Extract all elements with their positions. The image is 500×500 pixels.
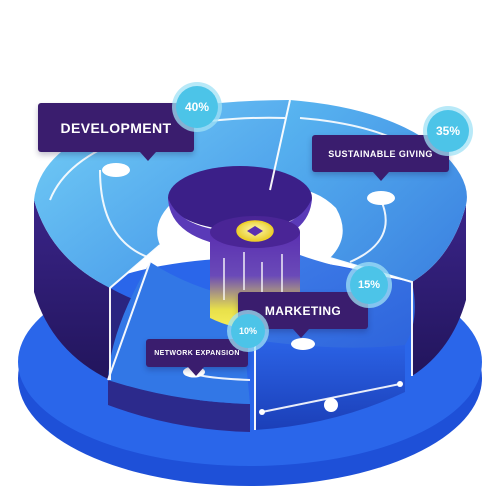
badge-network-expansion-percent: 10%: [231, 314, 265, 348]
outer-wall-right: [412, 205, 466, 376]
callout-marketing-label: MARKETING: [264, 303, 342, 318]
inner-well: [168, 166, 312, 230]
callout-development-label: DEVELOPMENT: [60, 119, 172, 136]
connector-dots: [102, 163, 403, 415]
callout-network-expansion: NETWORK EXPANSION: [146, 339, 248, 376]
badge-marketing-percent: 15%: [350, 266, 388, 304]
badge-development-percent: 40%: [176, 86, 218, 128]
coin-icon: [236, 220, 274, 242]
callout-network-expansion-label: NETWORK EXPANSION: [154, 349, 240, 357]
callout-sustainable-giving: SUSTAINABLE GIVING: [312, 135, 449, 181]
outer-wall-left: [34, 200, 110, 380]
callout-marketing: MARKETING: [238, 292, 368, 338]
callout-development: DEVELOPMENT: [38, 103, 194, 161]
callout-sustainable-giving-label: SUSTAINABLE GIVING: [328, 148, 433, 159]
segment-network-side: [108, 380, 250, 432]
badge-sustainable-giving-percent: 35%: [427, 110, 469, 152]
segment-marketing-side: [255, 340, 405, 430]
